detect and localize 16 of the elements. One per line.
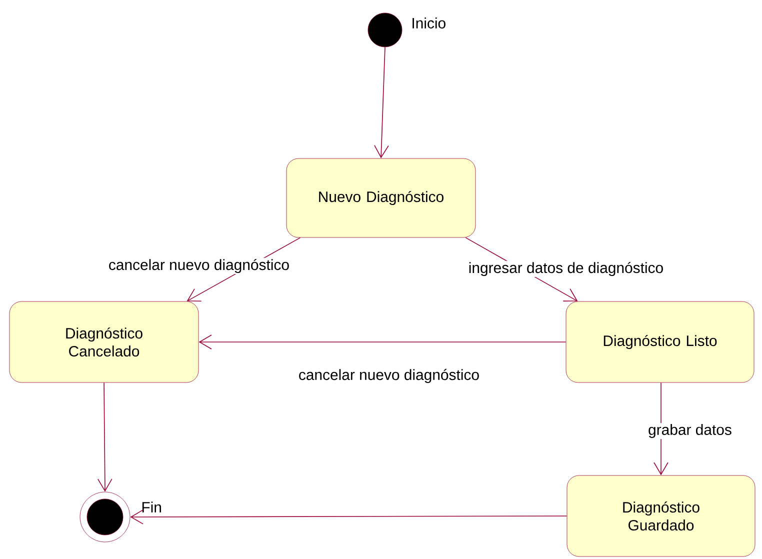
state-label: Fin [142,502,161,512]
transition-arrow [198,334,566,350]
state-box: Diagnóstico Cancelado [9,301,199,383]
state-label: Inicio [412,18,446,28]
initial-state [368,12,402,48]
edge-label: grabar datos [647,423,733,439]
state-box: Nuevo Diagnóstico [286,158,476,238]
transition-arrow [374,46,389,158]
state-box: Diagnóstico Guardado [566,475,756,557]
transition-arrow [130,510,568,524]
edge-label: cancelar nuevo diagnóstico [297,368,481,384]
edge-label: ingresar datos de diagnóstico [467,260,665,278]
final-state [80,492,130,542]
edge-label: cancelar nuevo diagnóstico [107,258,291,274]
transition-arrow [98,382,112,492]
state-box: Diagnóstico Listo [566,301,754,383]
